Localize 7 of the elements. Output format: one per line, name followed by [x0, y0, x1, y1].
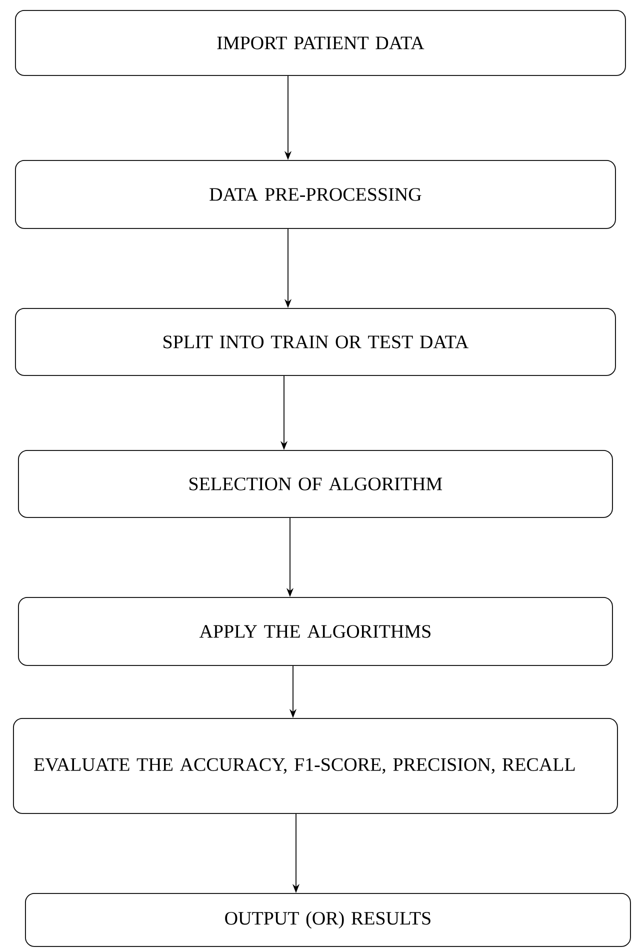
process-box: OUTPUT (OR) RESULTS [25, 893, 631, 947]
process-box: SPLIT INTO TRAIN OR TEST DATA [15, 308, 616, 376]
process-box: EVALUATE THE ACCURACY, F1-SCORE, PRECISION, RECALL [13, 718, 618, 814]
process-box: IMPORT PATIENT DATA [15, 10, 626, 76]
process-box: DATA PRE-PROCESSING [15, 160, 616, 229]
process-box: APPLY THE ALGORITHMS [18, 597, 613, 666]
process-box: SELECTION OF ALGORITHM [18, 450, 613, 518]
